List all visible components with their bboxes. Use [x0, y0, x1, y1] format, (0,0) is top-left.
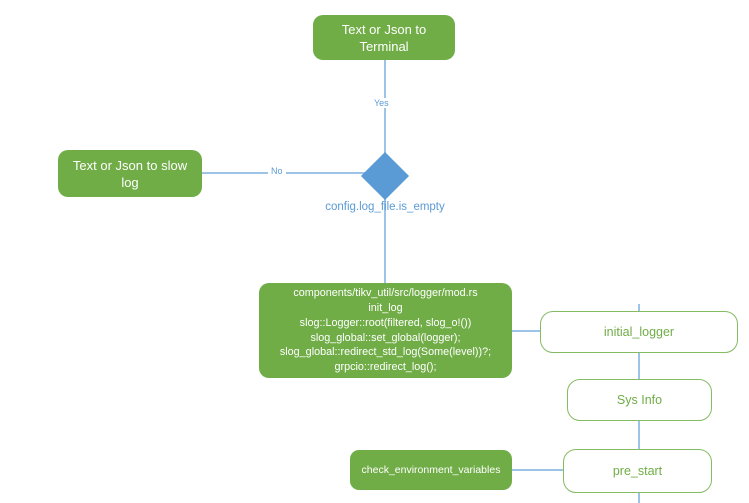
node-label: check_environment_variables — [361, 464, 501, 476]
node-sys-info: Sys Info — [567, 379, 712, 421]
connector-initlog-to-initial-logger — [512, 330, 540, 332]
node-text-or-json-to-slow-log: Text or Json to slow log — [58, 150, 202, 197]
connector-checkenv-to-pre-start — [512, 469, 563, 471]
node-label: Text or Json to Terminal — [341, 21, 427, 54]
edge-label-yes: Yes — [371, 98, 392, 108]
edge-label-no: No — [268, 166, 286, 176]
connector-stub-above-initial-logger — [638, 304, 640, 312]
connector-decision-to-initlog — [384, 199, 386, 283]
code-line: components/tikv_util/src/logger/mod.rs — [293, 287, 478, 300]
code-line: slog::Logger::root(filtered, slog_o!()) — [299, 316, 472, 329]
decision-condition-label: config.log_file.is_empty — [325, 201, 445, 213]
node-check-environment-variables: check_environment_variables — [350, 450, 512, 490]
node-pre-start: pre_start — [563, 449, 712, 493]
code-line: slog_global::redirect_std_log(Some(level… — [279, 346, 492, 359]
node-label: pre_start — [612, 464, 663, 478]
code-line: slog_global::set_global(logger); — [310, 331, 461, 344]
code-line: grpcio::redirect_log(); — [334, 360, 437, 373]
connector-below-pre-start — [638, 492, 640, 503]
node-initial-logger: initial_logger — [540, 311, 738, 353]
node-text-or-json-to-terminal: Text or Json to Terminal — [313, 15, 455, 60]
node-label: Text or Json to slow log — [72, 157, 188, 190]
node-init-log-code: components/tikv_util/src/logger/mod.rs i… — [259, 283, 512, 378]
node-label: Sys Info — [616, 393, 663, 407]
connector-sys-info-to-pre-start — [638, 421, 640, 449]
code-line: init_log — [368, 302, 403, 315]
connector-initial-logger-to-sys-info — [638, 353, 640, 379]
node-label: initial_logger — [603, 325, 675, 339]
decision-diamond — [360, 151, 410, 201]
